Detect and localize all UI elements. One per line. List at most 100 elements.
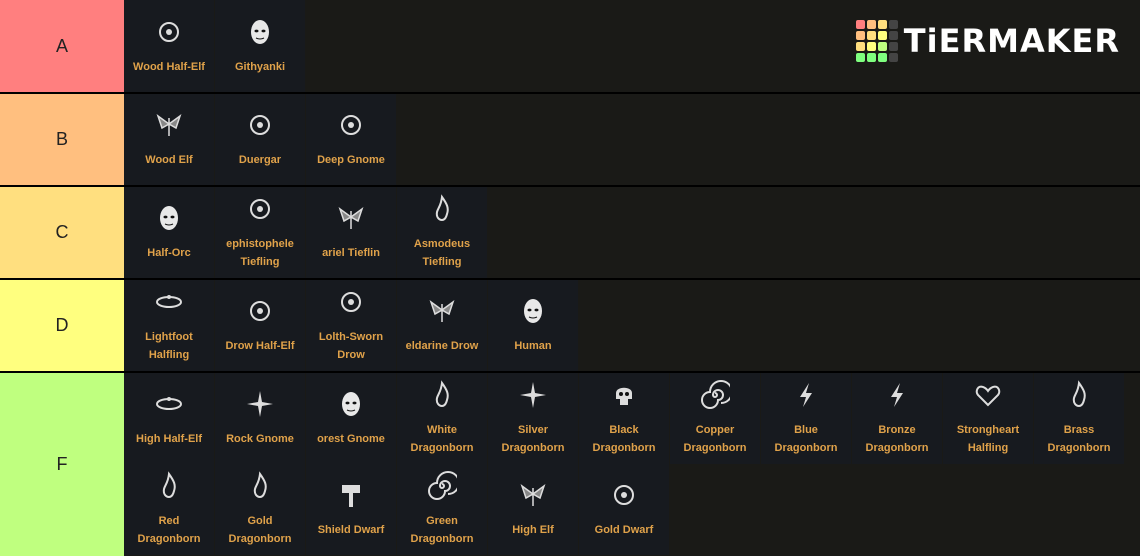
- item-name: Asmodeus Tiefling: [413, 238, 471, 268]
- tier-item[interactable]: Githyanki: [215, 0, 305, 92]
- tier-row-b: B Wood Elf Duergar Deep Gnome: [0, 94, 1140, 185]
- tier-item[interactable]: Rock Gnome: [215, 373, 305, 464]
- tier-item[interactable]: High Half-Elf: [124, 373, 214, 464]
- silver-star-icon: [518, 380, 548, 421]
- item-name: Deep Gnome: [317, 154, 385, 166]
- item-name: Gold Dragonborn: [228, 515, 292, 545]
- elf-crown-icon: [518, 480, 548, 521]
- item-name: ephistophele Tiefling: [226, 238, 294, 268]
- item-name: Gold Dwarf: [594, 524, 654, 536]
- item-name: Drow Half-Elf: [225, 340, 295, 352]
- tier-item[interactable]: Duergar: [215, 94, 305, 185]
- bronze-claw-icon: [882, 380, 912, 421]
- tier-item[interactable]: orest Gnome: [306, 373, 396, 464]
- item-name: Black Dragonborn: [592, 424, 656, 454]
- logo-text: TiERMAKER: [903, 22, 1120, 60]
- tier-item[interactable]: White Dragonborn: [397, 373, 487, 464]
- circlet-icon: [154, 389, 184, 430]
- tier-label[interactable]: F: [0, 373, 124, 556]
- tier-item[interactable]: Human: [488, 280, 578, 371]
- logo-grid-cell: [877, 42, 887, 51]
- item-name: Brass Dragonborn: [1047, 424, 1111, 454]
- gear-star-icon: [245, 389, 275, 430]
- tier-item[interactable]: Shield Dwarf: [306, 464, 396, 555]
- tier-item[interactable]: High Elf: [488, 464, 578, 555]
- tier-label[interactable]: D: [0, 280, 124, 371]
- tier-item[interactable]: ariel Tieflin: [306, 187, 396, 278]
- tier-item[interactable]: Copper Dragonborn: [670, 373, 760, 464]
- logo-grid-cell: [855, 20, 865, 29]
- logo-grid-cell: [866, 53, 876, 62]
- tier-label[interactable]: C: [0, 187, 124, 278]
- tiermaker-logo: TiERMAKER: [855, 20, 1120, 62]
- item-name: High Elf: [512, 524, 554, 536]
- tier-item[interactable]: Wood Elf: [124, 94, 214, 185]
- tier-row-c: C Half-Orc ephistophele Tiefling ariel Tief…: [0, 187, 1140, 278]
- item-name: Copper Dragonborn: [683, 424, 747, 454]
- item-name: White Dragonborn: [410, 424, 474, 454]
- item-name: Silver Dragonborn: [501, 424, 565, 454]
- item-name: eldarine Drow: [405, 340, 479, 352]
- item-name: Green Dragonborn: [410, 515, 474, 545]
- item-name: Bronze Dragonborn: [865, 424, 929, 454]
- tier-item[interactable]: Black Dragonborn: [579, 373, 669, 464]
- item-name: Lolth-Sworn Drow: [318, 331, 384, 361]
- gnome-crystal-icon: [336, 110, 366, 151]
- tier-item[interactable]: Gold Dragonborn: [215, 464, 305, 555]
- tier-item[interactable]: Drow Half-Elf: [215, 280, 305, 371]
- tier-item[interactable]: Deep Gnome: [306, 94, 396, 185]
- tier-item[interactable]: Bronze Dragonborn: [852, 373, 942, 464]
- tier-item[interactable]: eldarine Drow: [397, 280, 487, 371]
- drow-sigil-icon: [245, 296, 275, 337]
- leaf-hand-icon: [154, 17, 184, 58]
- logo-grid-cell: [888, 53, 898, 62]
- logo-grid-cell: [877, 31, 887, 40]
- white-claw-icon: [427, 380, 457, 421]
- tier-item[interactable]: Green Dragonborn: [397, 464, 487, 555]
- item-name: High Half-Elf: [136, 433, 202, 445]
- item-name: Wood Elf: [145, 154, 193, 166]
- tier-items: Wood Elf Duergar Deep Gnome: [124, 94, 1140, 185]
- tier-item[interactable]: Lightfoot Halfling: [124, 280, 214, 371]
- item-name: Duergar: [238, 154, 282, 166]
- logo-grid-cell: [888, 31, 898, 40]
- tier-label[interactable]: A: [0, 0, 124, 92]
- spiral-icon: [427, 471, 460, 512]
- swirl-eye-icon: [700, 380, 733, 421]
- tier-item[interactable]: Half-Orc: [124, 187, 214, 278]
- spider-icon: [336, 287, 366, 328]
- tier-item[interactable]: Blue Dragonborn: [761, 373, 851, 464]
- logo-grid-icon: [855, 20, 898, 62]
- item-name: ariel Tieflin: [322, 247, 380, 259]
- tier-item[interactable]: Brass Dragonborn: [1034, 373, 1124, 464]
- orc-face-icon: [154, 203, 184, 244]
- logo-grid-cell: [888, 20, 898, 29]
- tier-item[interactable]: ephistophele Tiefling: [215, 187, 305, 278]
- tier-item[interactable]: Lolth-Sworn Drow: [306, 280, 396, 371]
- tier-item[interactable]: Wood Half-Elf: [124, 0, 214, 92]
- tier-item[interactable]: Silver Dragonborn: [488, 373, 578, 464]
- tier-label[interactable]: B: [0, 94, 124, 185]
- tier-item[interactable]: Red Dragonborn: [124, 464, 214, 555]
- logo-grid-cell: [855, 31, 865, 40]
- logo-grid-cell: [866, 42, 876, 51]
- item-name: Blue Dragonborn: [774, 424, 838, 454]
- halfling-ring-icon: [154, 287, 184, 328]
- dwarf-helmet-icon: [609, 480, 639, 521]
- logo-grid-cell: [866, 31, 876, 40]
- flame-sigil-icon: [427, 194, 457, 235]
- antler-icon: [154, 110, 184, 151]
- tier-item[interactable]: Asmodeus Tiefling: [397, 187, 487, 278]
- item-name: Rock Gnome: [226, 433, 294, 445]
- gold-flame-icon: [245, 471, 275, 512]
- item-name: Half-Orc: [147, 247, 191, 259]
- tier-item[interactable]: Gold Dwarf: [579, 464, 669, 555]
- gnome-face-icon: [336, 389, 366, 430]
- item-name: Strongheart Halfling: [956, 424, 1020, 454]
- tier-item[interactable]: Strongheart Halfling: [943, 373, 1033, 464]
